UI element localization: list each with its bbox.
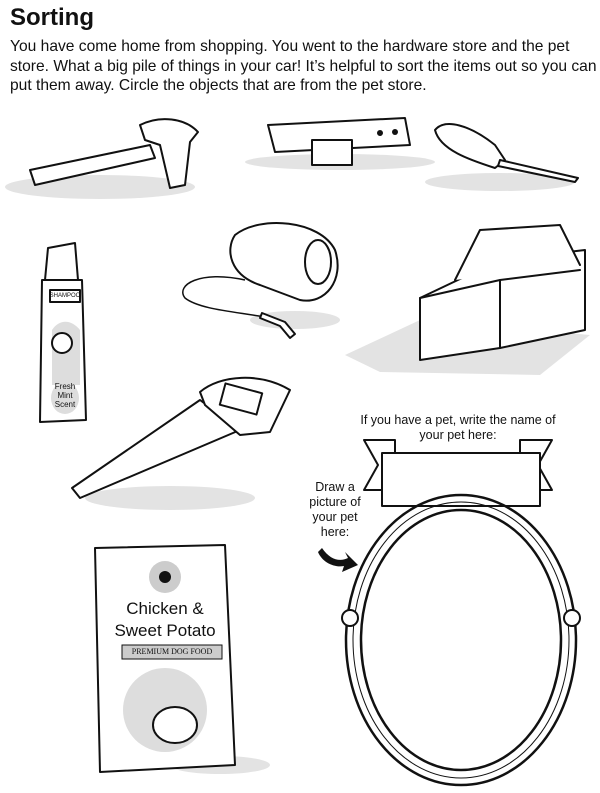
dog-shampoo-image[interactable]	[39, 242, 87, 423]
dog-collar-image[interactable]	[245, 117, 435, 170]
hammer-image[interactable]	[5, 118, 199, 199]
handsaw-image[interactable]	[71, 376, 291, 510]
page-title: Sorting	[10, 4, 94, 31]
toolbox-image[interactable]	[345, 224, 590, 375]
retractable-leash-image[interactable]	[182, 222, 340, 339]
shampoo-label: SHAMPOO	[49, 293, 81, 299]
screwdriver-image[interactable]	[425, 123, 579, 191]
pet-picture-frame[interactable]	[341, 493, 581, 787]
name-banner[interactable]	[363, 439, 553, 507]
instructions: You have come home from shopping. You we…	[10, 38, 597, 94]
name-prompt: If you have a pet, write the name of you…	[360, 413, 556, 442]
arrow-icon	[318, 548, 358, 572]
dog-food-bag-image[interactable]	[94, 544, 270, 774]
draw-prompt: Draw a picture of your pet here:	[309, 480, 361, 539]
dog-food-type: PREMIUM DOG FOOD	[131, 647, 213, 656]
dog-food-name: Chicken & Sweet Potato	[114, 599, 216, 640]
shampoo-scent: Fresh Mint Scent	[54, 382, 76, 409]
